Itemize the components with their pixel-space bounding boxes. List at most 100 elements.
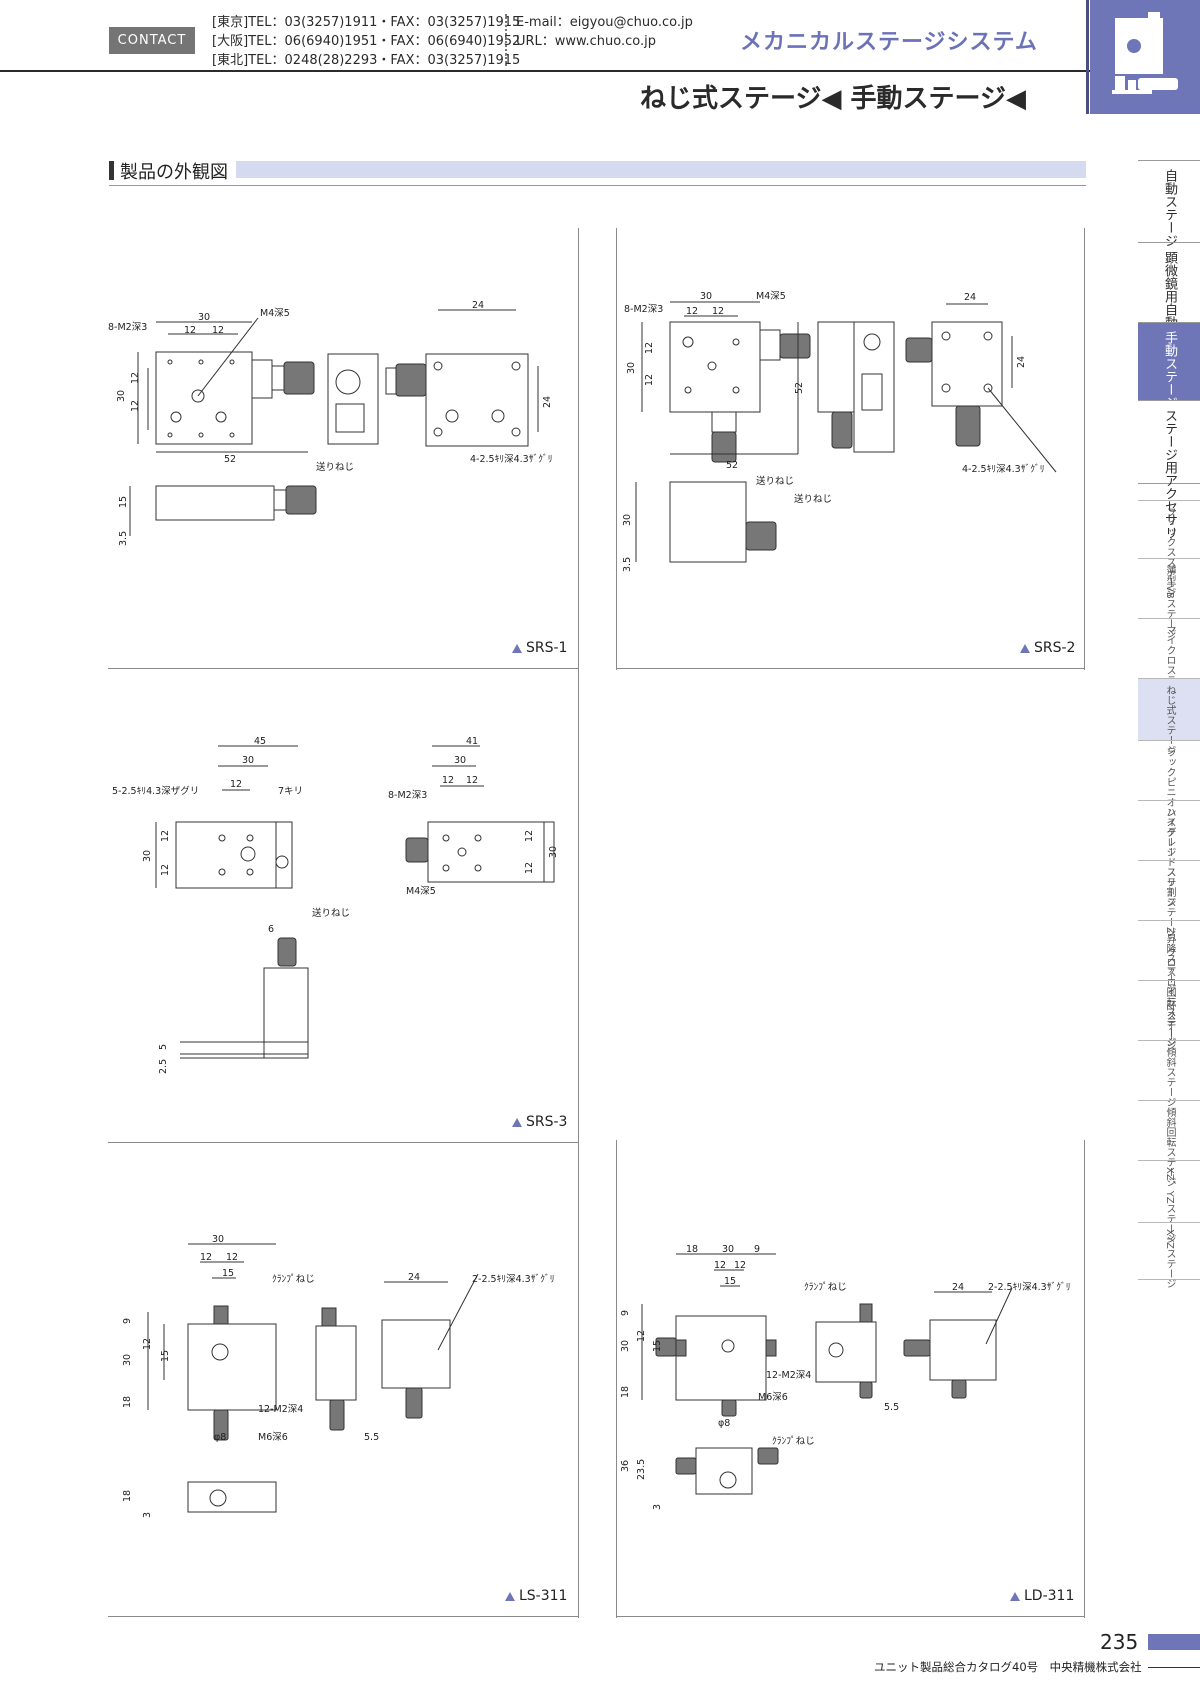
- dim-label: 送りねじ: [316, 461, 354, 473]
- page-number: 235: [1100, 1630, 1139, 1654]
- dim-label: M4深5: [756, 291, 786, 302]
- feed-screw-knob: [779, 333, 811, 359]
- sidebar-item-auto-stage[interactable]: 自動ステージ: [1138, 160, 1200, 247]
- sidebar-sub-tilt-rotation[interactable]: 傾斜回転ステージ: [1138, 1100, 1200, 1187]
- product-label-ls-311: LS-311: [505, 1588, 567, 1604]
- dim-label: 18: [122, 1396, 133, 1408]
- dim-label: 2-2.5ｷﾘ深4.3ｻﾞｸﾞﾘ: [472, 1274, 554, 1285]
- dim-label: 12-M2深4: [766, 1370, 811, 1381]
- dim-label: 30: [622, 514, 633, 526]
- website-link[interactable]: URL：www.chuo.co.jp: [516, 34, 656, 49]
- sidebar-sub-label: Z昇降ステージ、Zステージ: [1164, 927, 1175, 1051]
- dim-label: 30: [722, 1244, 734, 1255]
- frame-rule-srs2: [616, 668, 1084, 669]
- section-band: [236, 161, 1086, 178]
- stage-bottom-view: [929, 1319, 997, 1381]
- knob-base: [271, 365, 285, 391]
- stage-end-view: [327, 353, 379, 445]
- dim-label: 15: [724, 1276, 736, 1287]
- stage-side-view: [853, 321, 895, 453]
- dim-label: 5: [158, 1044, 169, 1050]
- sidebar-item-manual-stage[interactable]: 手動ステージ: [1138, 322, 1200, 409]
- frame-edge-right-top: [1084, 228, 1085, 670]
- dim-label: 9: [620, 1310, 631, 1316]
- dim-label: 52: [726, 460, 738, 471]
- dim-label: 4-2.5ｷﾘ深4.3ｻﾞｸﾞﾘ: [962, 464, 1044, 475]
- sidebar-sub-screw[interactable]: ねじ式ステージ: [1138, 678, 1200, 755]
- tel-line-tokyo: [東京]TEL：03(3257)1911・FAX：03(3257)1915: [212, 15, 521, 30]
- product-label-ld-311: LD-311: [1010, 1588, 1074, 1604]
- sidebar-sub-z[interactable]: Z昇降ステージ、Zステージ: [1138, 920, 1200, 1051]
- sidebar-sub-cross-roller[interactable]: スリ割ステージ、クロスローラステージ: [1138, 860, 1200, 1047]
- dim-label: 24: [408, 1272, 420, 1283]
- product-label-srs-3: SRS-3: [512, 1114, 567, 1130]
- dim-label: 3: [652, 1504, 663, 1510]
- dim-label: 12: [130, 400, 141, 412]
- sidebar-sub-xyz[interactable]: XYZステージ: [1138, 1222, 1200, 1289]
- dim-label: 24: [952, 1282, 964, 1293]
- dim-label: 2-2.5ｷﾘ深4.3ｻﾞｸﾞﾘ: [988, 1282, 1070, 1293]
- stage-top-view: [175, 821, 293, 889]
- frame-edge-right-bottom: [1084, 1140, 1085, 1618]
- sidebar-sub-thin-vb[interactable]: 薄型VBステージ: [1138, 558, 1200, 639]
- dim-label: 送りねじ: [794, 493, 832, 505]
- dim-label: 12: [636, 1330, 647, 1342]
- dim-label: 30: [700, 291, 712, 302]
- sidebar-sub-label: 傾斜ステージ: [1164, 1047, 1175, 1107]
- frame-divider-right-top: [616, 228, 617, 670]
- dim-label: 15: [652, 1340, 663, 1352]
- sidebar-sub-high-grade[interactable]: ハイグレードステージ: [1138, 800, 1200, 907]
- dim-label: 18: [686, 1244, 698, 1255]
- dim-label: 送りねじ: [756, 475, 794, 487]
- sidebar-sub-label: 回転ステージ: [1164, 987, 1175, 1047]
- sidebar-sub-label: マイクロステージ: [1164, 625, 1175, 705]
- dim-label: 12: [524, 830, 535, 842]
- dim-label: 8-M2深3: [108, 322, 147, 333]
- dim-label: 12: [714, 1260, 726, 1271]
- sidebar-sub-label: ハイグレードステージ: [1164, 807, 1175, 907]
- dim-label: 9: [754, 1244, 760, 1255]
- header-divider: [505, 14, 507, 66]
- dim-label: 15: [222, 1268, 234, 1279]
- dim-label: φ8: [718, 1418, 730, 1429]
- corner-badge: [1090, 0, 1200, 114]
- dim-label: 12: [230, 779, 242, 790]
- sidebar-sub-rack[interactable]: ラックピニオンステージ: [1138, 740, 1200, 857]
- contact-button[interactable]: CONTACT: [109, 27, 195, 54]
- dim-label: 5-2.5ｷﾘ4.3深ザグリ: [112, 785, 199, 797]
- frame-divider-left: [578, 228, 579, 1618]
- drawing-srs-2: 30 M4深5 8-M2深3 12 12 30 12 12 52 52 24 2…: [622, 291, 1057, 572]
- sidebar-sub-rotation[interactable]: 回転ステージ: [1138, 980, 1200, 1047]
- sidebar-sub-label: ねじ式ステージ: [1164, 685, 1175, 755]
- email-link[interactable]: E-mail：eigyou@chuo.co.jp: [516, 15, 693, 30]
- sidebar-sub-micro[interactable]: マイクロステージ: [1138, 618, 1200, 705]
- sidebar-sub-fix[interactable]: フィックスステージ: [1138, 500, 1200, 597]
- drawing-ls-311: 30 12 12 15 9 30 12 15 18 ｸﾗﾝﾌﾟねじ 24 2-2…: [122, 1234, 554, 1518]
- stage-side-view: [315, 1325, 357, 1401]
- dim-label: 6: [268, 924, 274, 935]
- sidebar-sub-tilt[interactable]: 傾斜ステージ: [1138, 1040, 1200, 1107]
- dim-label: 30: [122, 1354, 133, 1366]
- stage-second-view: [427, 821, 555, 883]
- sidebar-item-microscope[interactable]: 顕微鏡用自動化製品: [1138, 242, 1200, 368]
- sidebar-item-label: 顕微鏡用自動化製品: [1162, 251, 1177, 368]
- sidebar-sub-xz-yz[interactable]: XZ、YZステージ: [1138, 1160, 1200, 1244]
- dim-label: 12: [466, 775, 478, 786]
- dim-label: 24: [542, 396, 553, 408]
- stage-front-view: [187, 1481, 277, 1513]
- dim-label: 41: [466, 736, 478, 747]
- catalog-line: ユニット製品総合カタログ40号 中央精機株式会社: [874, 1660, 1142, 1674]
- dim-label: 24: [1016, 356, 1027, 368]
- feed-screw-knob: [283, 361, 315, 395]
- drawing-srs-3: 45 30 12 5-2.5ｷﾘ4.3深ザグリ 7キリ 30 12 12 41 …: [112, 736, 559, 1074]
- model-name: LS-311: [519, 1588, 568, 1604]
- dim-label: 23.5: [636, 1459, 647, 1480]
- dim-label: 30: [212, 1234, 224, 1245]
- dim-label: 24: [472, 300, 484, 311]
- stage-front-view: [669, 481, 747, 563]
- section-rule: [109, 185, 1086, 186]
- frame-rule-ls311: [108, 1616, 578, 1617]
- sidebar-item-accessories[interactable]: ステージ用アクセサリ: [1138, 400, 1200, 539]
- dim-label: 8-M2深3: [388, 790, 427, 801]
- drawing-srs-1: 30 12 12 8-M2深3 M4深5 30 12 12 52 24 24 4…: [108, 300, 553, 546]
